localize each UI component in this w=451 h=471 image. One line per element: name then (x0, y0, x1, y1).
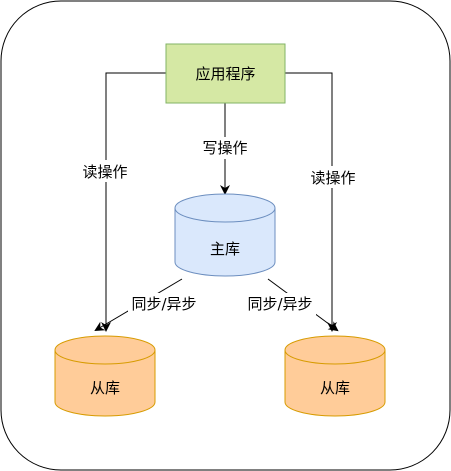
node-slave-left: 从库 (54, 335, 156, 417)
edge-label-sync-left: 同步/异步 (128, 293, 200, 315)
read-left-label: 读操作 (82, 163, 127, 181)
edge-label-read-left: 读操作 (78, 160, 132, 182)
edge-label-sync-right: 同步/异步 (244, 293, 316, 315)
app-label: 应用程序 (195, 65, 255, 83)
slave-right-label: 从库 (320, 379, 350, 397)
edge-read-right (285, 72, 337, 332)
slave-left-label: 从库 (90, 379, 120, 397)
node-slave-right: 从库 (284, 335, 386, 417)
edge-read-left (101, 72, 166, 332)
master-label: 主库 (210, 240, 240, 258)
node-master: 主库 (174, 193, 276, 277)
edge-label-read-right: 读操作 (306, 166, 360, 188)
read-right-label: 读操作 (310, 169, 355, 187)
sync-right-label: 同步/异步 (247, 295, 312, 313)
write-label: 写操作 (202, 139, 247, 157)
node-app: 应用程序 (165, 43, 286, 104)
edge-label-write: 写操作 (198, 137, 252, 159)
sync-left-label: 同步/异步 (131, 295, 196, 313)
